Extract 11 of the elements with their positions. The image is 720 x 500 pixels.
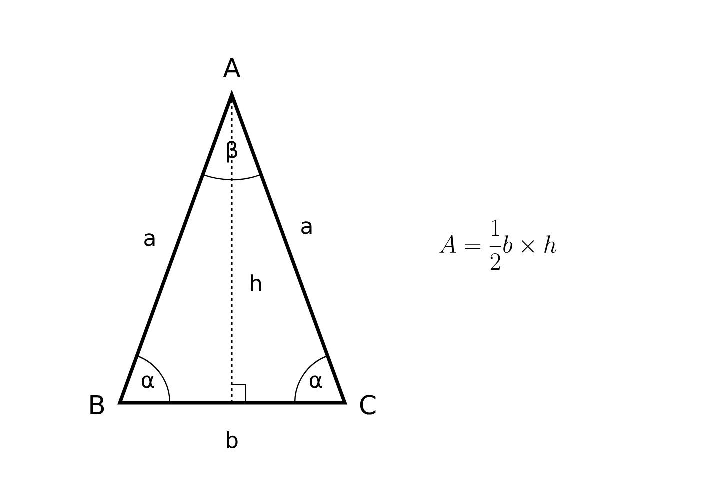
area-formula: $A=\frac{1}{2}b\times h$: [440, 220, 557, 270]
vertex-label: B: [90, 396, 104, 414]
vertex-label: C: [360, 395, 376, 415]
side-label: b: [227, 431, 238, 448]
side-label: a: [302, 222, 312, 234]
angle-label: β: [227, 141, 238, 163]
height-label: h: [251, 274, 262, 292]
angle-label: α: [142, 376, 154, 388]
angle-label: α: [310, 376, 322, 388]
vertex-label: A: [223, 58, 241, 78]
side-label: a: [144, 234, 155, 246]
